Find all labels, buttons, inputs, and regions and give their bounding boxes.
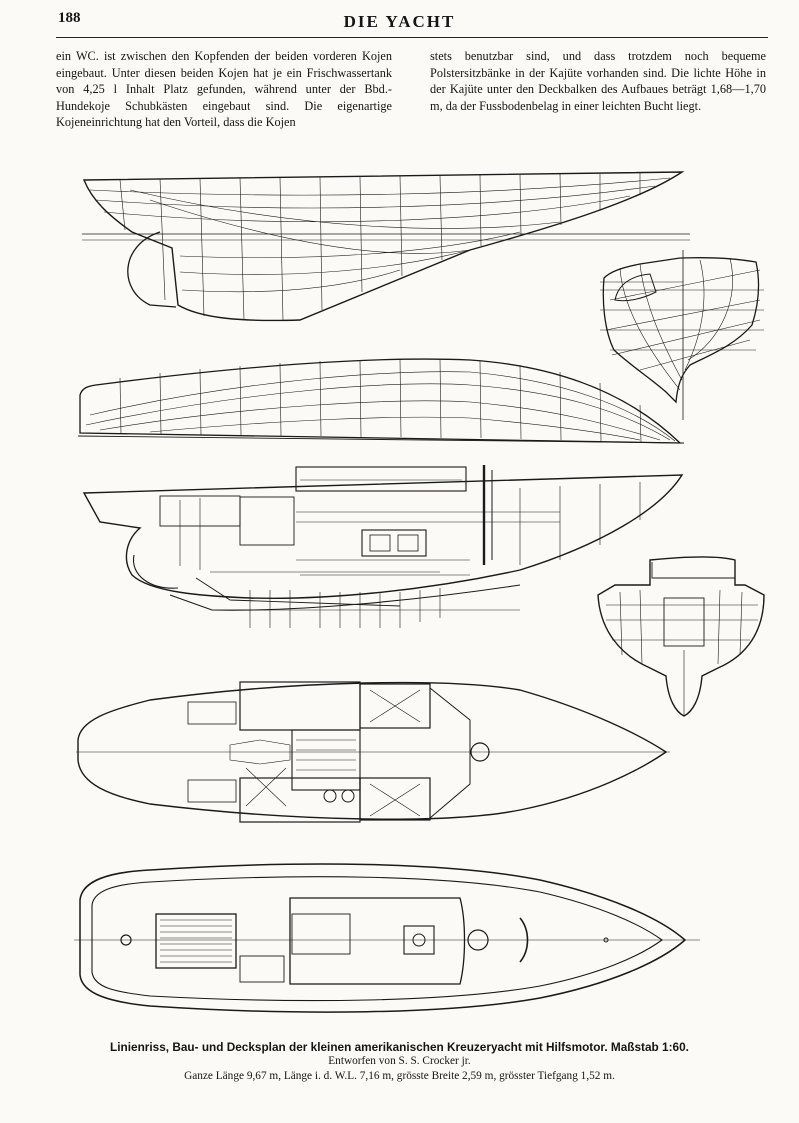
figure-caption-author: Entworfen von S. S. Crocker jr. — [328, 1055, 471, 1067]
lines-profile-drawing — [82, 171, 690, 322]
figure-caption-title: Linienriss, Bau- und Decksplan der klein… — [110, 1040, 689, 1054]
half-breadth-drawing — [77, 358, 685, 444]
yacht-plans-figure — [74, 171, 765, 1013]
page-number: 188 — [58, 10, 81, 26]
figure-caption-dimensions: Ganze Länge 9,67 m, Länge i. d. W.L. 7,1… — [184, 1070, 615, 1082]
text-column-right: stets benutzbar sind, und dass trotzdem … — [430, 49, 766, 113]
running-head: DIE YACHT — [343, 12, 456, 31]
accommodation-plan-drawing — [76, 681, 670, 823]
construction-profile-drawing — [82, 465, 684, 628]
text-column-left: ein WC. ist zwischen den Kopfenden der b… — [56, 49, 392, 129]
deck-plan-drawing — [74, 863, 700, 1013]
midship-section-drawing — [597, 556, 765, 717]
header-rule — [56, 37, 768, 38]
body-plan-drawing — [600, 250, 764, 420]
